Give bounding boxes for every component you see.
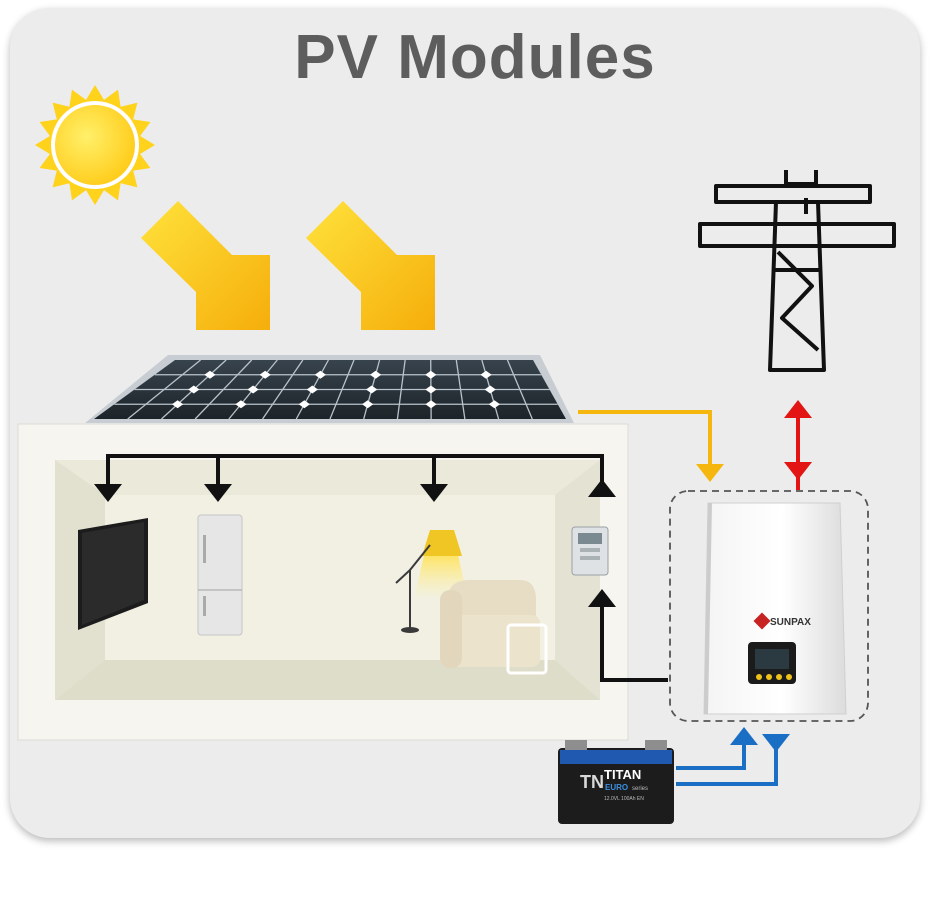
panel-junction-dot [306, 385, 318, 394]
arrow-up-icon [588, 589, 616, 607]
inverter-brand: SUNPAX [770, 617, 811, 628]
refrigerator-icon [197, 514, 243, 636]
panel-junction-dot [480, 370, 492, 379]
solar-panel-icon [85, 355, 574, 423]
arrow-down-icon [204, 484, 232, 502]
battery-brand: TITAN [604, 767, 641, 782]
sunlight-arrow-icon [141, 201, 270, 330]
sunlight-arrow-icon [306, 201, 435, 330]
panel-junction-dot [425, 370, 437, 379]
panel-junction-dot [366, 385, 378, 394]
transmission-tower-icon [698, 170, 896, 372]
solar-wiring [578, 410, 724, 482]
inverter-icon: SUNPAX [703, 502, 847, 715]
arrow-up-icon [588, 479, 616, 497]
panel-junction-dot [425, 385, 437, 394]
inverter-frame [669, 490, 869, 722]
battery-line: EURO [605, 783, 628, 792]
panel-junction-dot [298, 400, 310, 409]
arrow-down-icon [784, 462, 812, 480]
tv-icon [78, 518, 148, 630]
battery-series: series [632, 786, 648, 792]
panel-junction-dot [488, 400, 500, 409]
grid-wiring [784, 400, 812, 490]
battery-icon: TN TITAN EURO series 12.0VL 100Ah EN [558, 740, 674, 824]
arrow-down-icon [94, 484, 122, 502]
arrow-down-icon [420, 484, 448, 502]
battery-spec: 12.0VL 100Ah EN [604, 796, 644, 802]
panel-junction-dot [370, 370, 382, 379]
panel-junction-dot [484, 385, 496, 394]
panel-junction-dot [188, 385, 200, 394]
panel-junction-dot [425, 400, 437, 409]
panel-junction-dot [247, 385, 259, 394]
panel-junction-dot [314, 370, 326, 379]
arrow-down-icon [762, 734, 790, 752]
battery-wiring [676, 727, 790, 786]
panel-junction-dot [259, 370, 271, 379]
arrow-up-icon [730, 727, 758, 745]
panel-junction-dot [204, 370, 216, 379]
battery-logo: TN [580, 772, 604, 792]
page-title: PV Modules [294, 23, 656, 92]
panel-junction-dot [362, 400, 374, 409]
energy-meter-icon [571, 526, 609, 576]
arrow-up-icon [784, 400, 812, 418]
panel-junction-dot [172, 400, 184, 409]
sofa-icon [440, 580, 548, 675]
sun-icon [35, 85, 155, 205]
arrow-down-icon [696, 464, 724, 482]
panel-junction-dot [235, 400, 247, 409]
